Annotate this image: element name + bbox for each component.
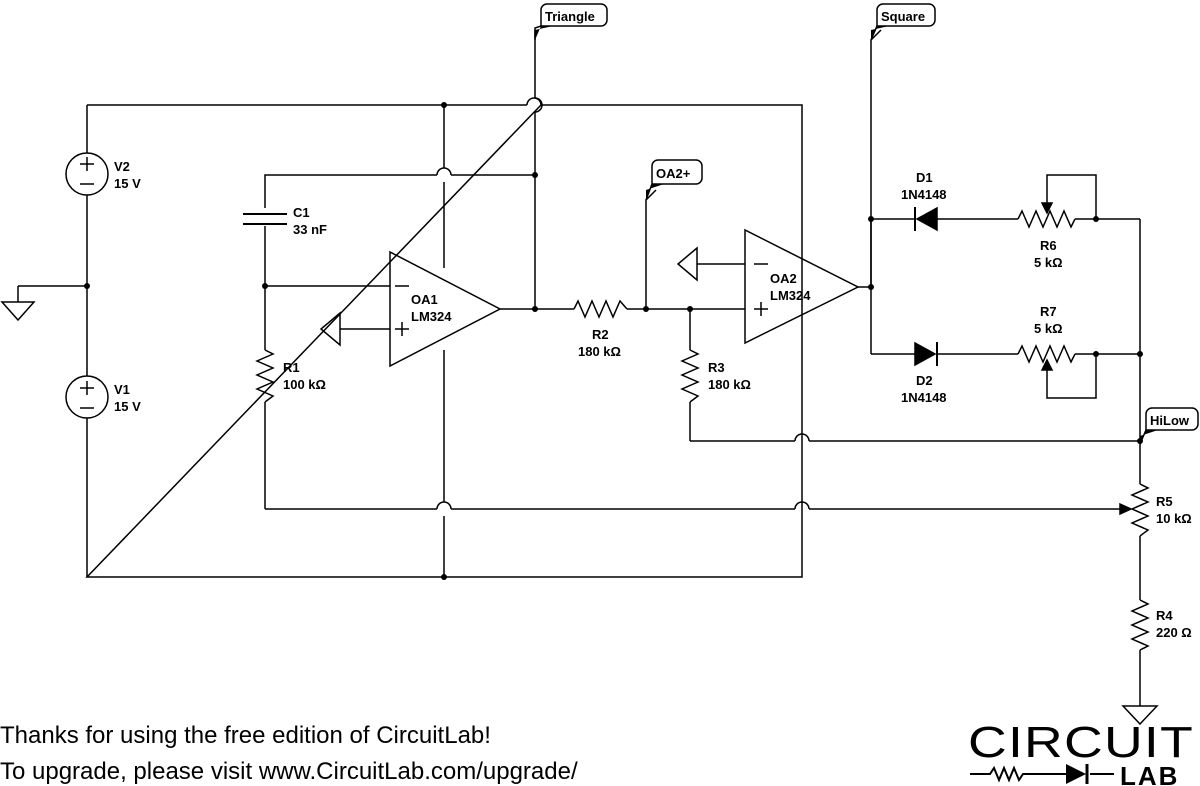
d2-ref: D2 xyxy=(916,373,933,388)
oa1-part: LM324 xyxy=(411,309,452,324)
r6-wiper-arrow xyxy=(1040,202,1054,215)
r3-resistor xyxy=(680,349,700,403)
junction-dots xyxy=(84,102,1143,580)
net-label-hilow: HiLow xyxy=(1150,413,1190,428)
d1-diode xyxy=(914,206,938,232)
r6-ref: R6 xyxy=(1040,238,1057,253)
r5-wiper-arrow xyxy=(1119,502,1133,516)
r4-resistor xyxy=(1130,599,1150,651)
oa1-ref: OA1 xyxy=(411,292,438,307)
r1-value: 100 kΩ xyxy=(283,377,326,392)
r2-resistor xyxy=(573,299,628,319)
net-label-square: Square xyxy=(881,9,925,24)
d2-diode xyxy=(914,341,938,367)
oa2-part: LM324 xyxy=(770,288,811,303)
r3-ref: R3 xyxy=(708,360,725,375)
r7-ref: R7 xyxy=(1040,304,1057,319)
r1-ref: R1 xyxy=(283,360,300,375)
v2-source xyxy=(65,152,109,196)
oa2-pins xyxy=(754,263,768,316)
net-label-triangle: Triangle xyxy=(545,9,595,24)
comparator-wiring xyxy=(627,29,1140,442)
footer-thanks-text: Thanks for using the free edition of Cir… xyxy=(0,722,491,749)
r6-potentiometer xyxy=(1017,209,1076,229)
d1-ref: D1 xyxy=(916,170,933,185)
net-tag-square: Square xyxy=(870,3,936,41)
footer-upgrade-text: To upgrade, please visit www.CircuitLab.… xyxy=(0,758,578,785)
r3-value: 180 kΩ xyxy=(708,377,751,392)
c1-capacitor xyxy=(243,213,287,225)
r1-resistor xyxy=(255,349,275,403)
net-tag-hilow: HiLow xyxy=(1139,407,1199,446)
r4-ref: R4 xyxy=(1156,608,1173,623)
oa2-ref: OA2 xyxy=(770,271,797,286)
oa2-opamp xyxy=(744,228,860,345)
r7-wiper-arrow xyxy=(1040,358,1054,371)
v1-ref: V1 xyxy=(114,382,130,397)
r7-value: 5 kΩ xyxy=(1034,321,1063,336)
r7-potentiometer xyxy=(1017,344,1076,364)
d1-part: 1N4148 xyxy=(901,187,947,202)
oa1-pins xyxy=(395,285,409,336)
ground-symbol-oa2 xyxy=(676,246,698,282)
c1-ref: C1 xyxy=(293,205,310,220)
ground-symbol-oa1 xyxy=(319,311,341,347)
integrator-wiring xyxy=(264,30,1120,577)
c1-value: 33 nF xyxy=(293,222,327,237)
ground-symbol-left xyxy=(0,301,36,322)
v1-value: 15 V xyxy=(114,399,141,414)
svg-text:LAB: LAB xyxy=(1120,761,1179,786)
ground-symbol-right xyxy=(1121,705,1159,726)
r6-value: 5 kΩ xyxy=(1034,255,1063,270)
r2-ref: R2 xyxy=(592,327,609,342)
circuitlab-logo: CIRCUIT LAB xyxy=(968,718,1194,786)
r5-potentiometer xyxy=(1130,483,1150,537)
r5-ref: R5 xyxy=(1156,494,1173,509)
r5-value: 10 kΩ xyxy=(1156,511,1192,526)
r4-value: 220 Ω xyxy=(1156,625,1192,640)
v2-ref: V2 xyxy=(114,159,130,174)
svg-text:CIRCUIT: CIRCUIT xyxy=(968,718,1194,767)
r2-value: 180 kΩ xyxy=(578,344,621,359)
net-label-oa2plus: OA2+ xyxy=(656,166,691,181)
oa1-opamp xyxy=(389,250,502,368)
v2-value: 15 V xyxy=(114,176,141,191)
net-tag-oa2plus: OA2+ xyxy=(645,159,703,201)
v1-source xyxy=(65,375,109,419)
net-tag-triangle: Triangle xyxy=(534,3,608,40)
d2-part: 1N4148 xyxy=(901,390,947,405)
